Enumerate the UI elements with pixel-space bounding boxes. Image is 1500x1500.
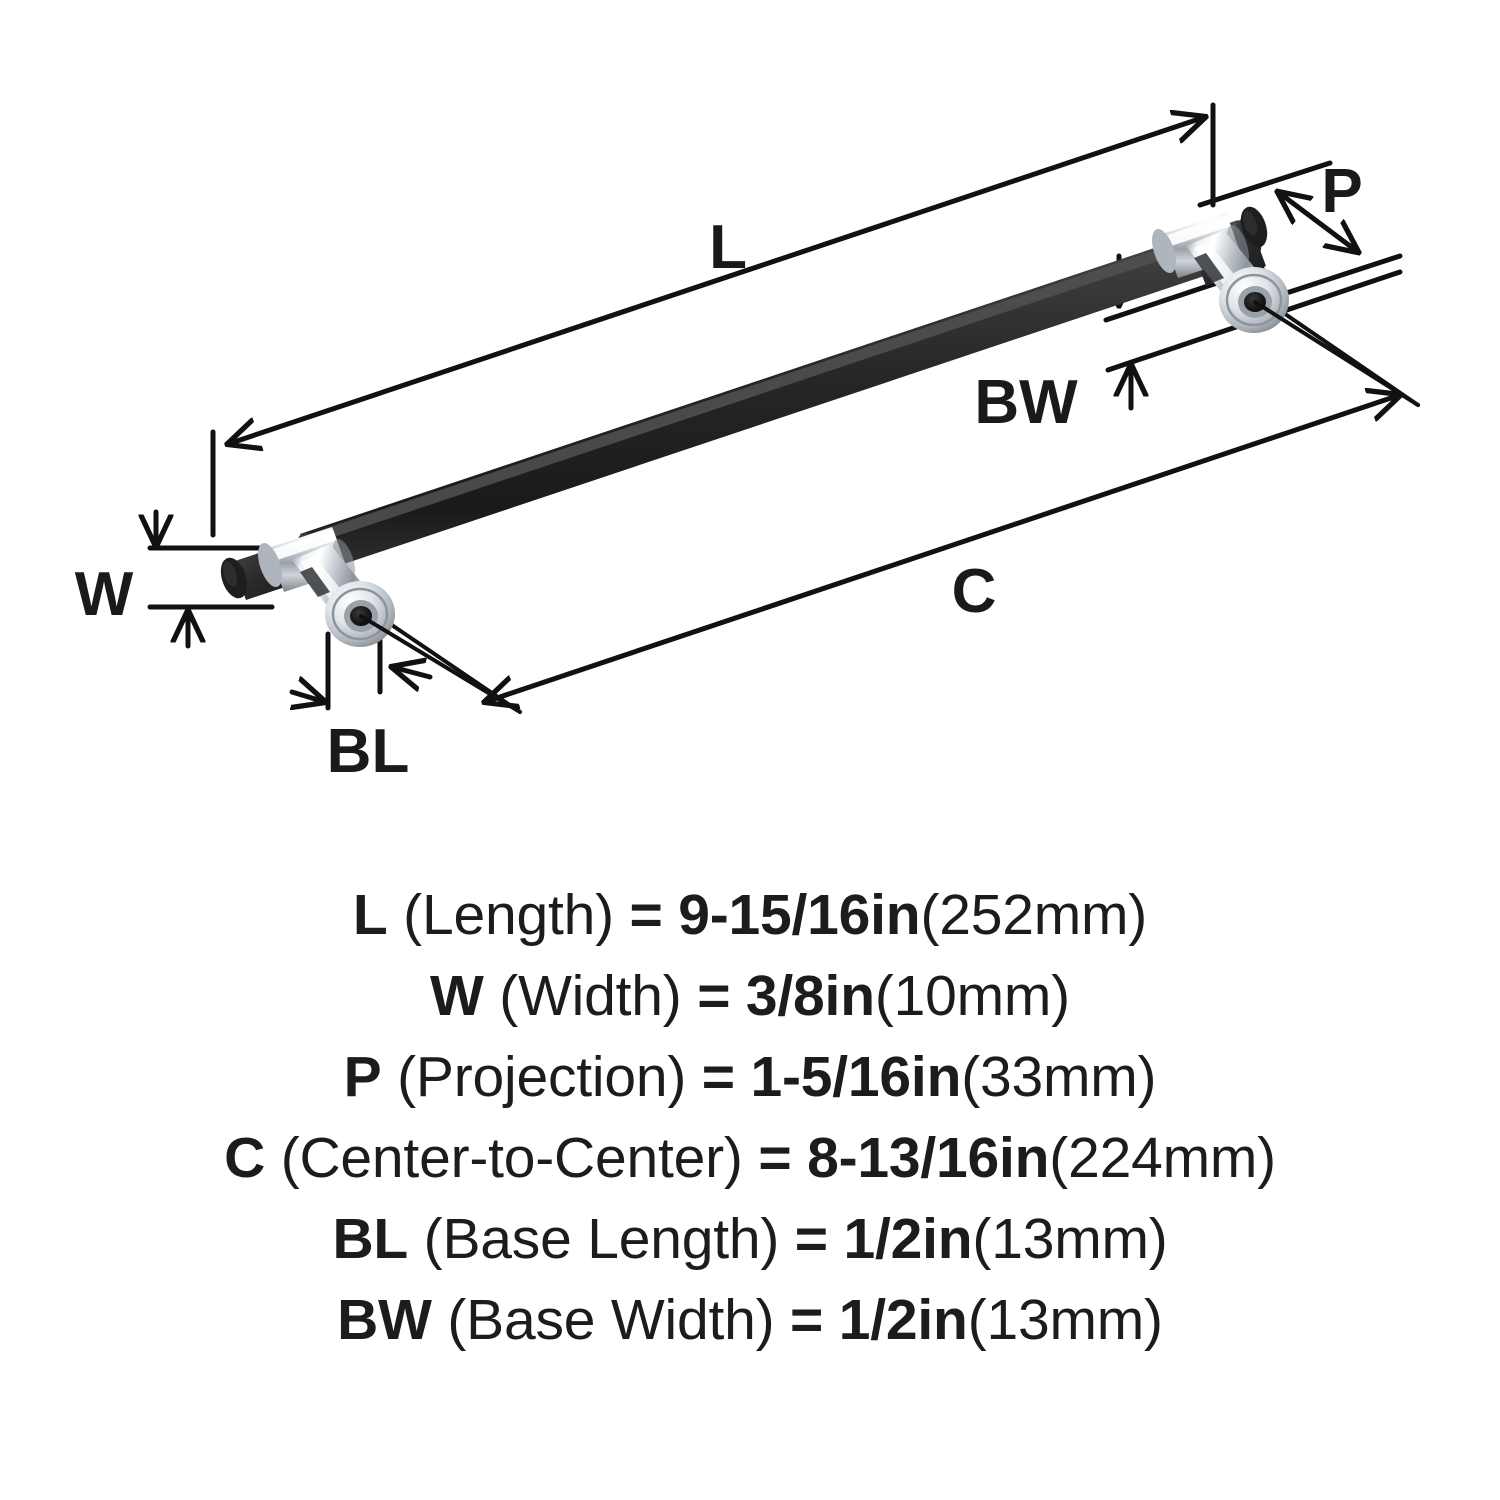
spec-metric: (33mm) (961, 1045, 1157, 1109)
label-projection: P (1321, 157, 1362, 226)
spec-row-base-width: BW (Base Width) = 1/2in(13mm) (0, 1280, 1500, 1361)
spec-name: (Center-to-Center) (280, 1126, 743, 1190)
label-width: W (75, 560, 134, 629)
spec-row-projection: P (Projection) = 1-5/16in(33mm) (0, 1037, 1500, 1118)
left-mount-face (325, 581, 395, 647)
spec-equals: = (629, 883, 663, 947)
spec-imperial: 9-15/16in (678, 883, 921, 947)
spec-equals: = (790, 1288, 824, 1352)
leader-right-bore (1253, 300, 1420, 407)
dimension-length (210, 102, 1216, 538)
spec-imperial: 1/2in (843, 1207, 973, 1271)
spec-name: (Width) (499, 964, 682, 1028)
diagram-canvas: L W P C BL BW (75, 102, 1420, 786)
spec-equals: = (701, 1045, 735, 1109)
spec-symbol: L (352, 883, 388, 947)
spec-imperial: 8-13/16in (807, 1126, 1050, 1190)
right-mount-face (1219, 267, 1289, 333)
spec-row-length: L (Length) = 9-15/16in(252mm) (0, 875, 1500, 956)
spec-symbol: BL (332, 1207, 409, 1271)
spec-symbol: C (224, 1126, 266, 1190)
spec-symbol: W (430, 964, 484, 1028)
leader-left-bore (359, 614, 522, 714)
label-base-length: BL (327, 717, 410, 786)
right-mount (1152, 206, 1289, 333)
specification-list: L (Length) = 9-15/16in(252mm) W (Width) … (0, 875, 1500, 1361)
spec-metric: (10mm) (874, 964, 1070, 1028)
spec-name: (Projection) (397, 1045, 687, 1109)
product-diagram: L W P C BL BW (75, 102, 1420, 786)
dimension-width (150, 509, 275, 649)
label-length: L (709, 213, 747, 282)
dimension-labels: L W P C BL BW (75, 157, 1363, 786)
spec-equals: = (697, 964, 731, 1028)
label-base-width: BW (974, 368, 1078, 437)
spec-row-base-length: BL (Base Length) = 1/2in(13mm) (0, 1199, 1500, 1280)
left-mount (220, 527, 395, 647)
spec-imperial: 3/8in (745, 964, 875, 1028)
spec-name: (Base Length) (423, 1207, 780, 1271)
spec-equals: = (794, 1207, 828, 1271)
spec-row-center-to-center: C (Center-to-Center) = 8-13/16in(224mm) (0, 1118, 1500, 1199)
spec-imperial: 1/2in (838, 1288, 968, 1352)
spec-symbol: P (343, 1045, 382, 1109)
spec-name: (Length) (403, 883, 614, 947)
bar-pull-illustration (220, 206, 1289, 647)
spec-equals: = (758, 1126, 792, 1190)
dimension-center-to-center (485, 395, 1400, 702)
label-center-to-center: C (952, 557, 997, 626)
spec-metric: (13mm) (967, 1288, 1163, 1352)
spec-name: (Base Width) (447, 1288, 775, 1352)
spec-row-width: W (Width) = 3/8in(10mm) (0, 956, 1500, 1037)
spec-symbol: BW (337, 1288, 432, 1352)
spec-metric: (224mm) (1049, 1126, 1276, 1190)
leader-lines (359, 300, 1420, 714)
spec-metric: (252mm) (920, 883, 1148, 947)
spec-imperial: 1-5/16in (750, 1045, 962, 1109)
spec-metric: (13mm) (972, 1207, 1168, 1271)
handle-bar (296, 218, 1262, 574)
